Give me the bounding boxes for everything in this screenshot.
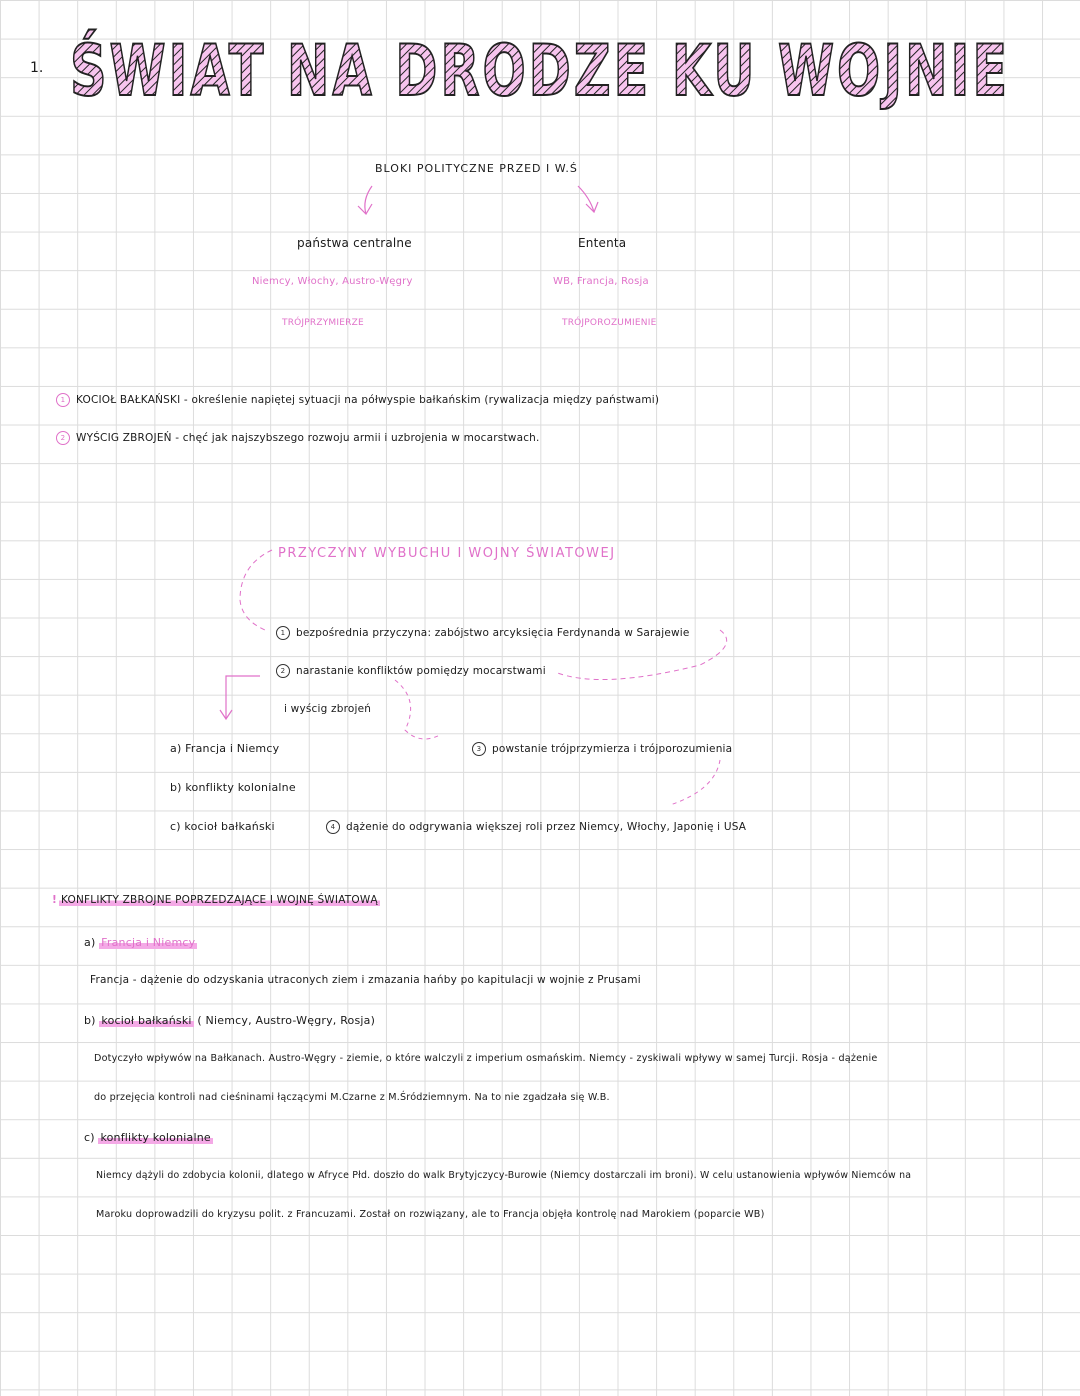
exclamation-icon: ! xyxy=(52,894,57,906)
cause-2: 2 narastanie konfliktów pomiędzy mocarstw… xyxy=(276,664,546,678)
conflict-b-title: kocioł bałkański xyxy=(99,1014,194,1027)
conflict-c-label: c) konflikty kolonialne xyxy=(84,1131,213,1144)
conflict-c-title: konflikty kolonialne xyxy=(98,1131,213,1144)
conflict-b-line-1: Dotyczyło wpływów na Bałkanach. Austro-W… xyxy=(94,1053,878,1064)
causes-heading: PRZYCZYNY WYBUCHU I WOJNY ŚWIATOWEJ xyxy=(278,546,616,561)
cause-sub-a: a) Francja i Niemcy xyxy=(170,742,280,755)
conflict-a-prefix: a) xyxy=(84,936,96,949)
conflict-b-prefix: b) xyxy=(84,1014,96,1027)
conflict-c-prefix: c) xyxy=(84,1131,95,1144)
blocs-heading: BLOKI POLITYCZNE PRZED I W.Ś xyxy=(375,162,578,175)
cause-1-marker: 1 xyxy=(276,626,290,640)
cause-4-marker: 4 xyxy=(326,820,340,834)
bloc-right-members: WB, Francja, Rosja xyxy=(553,276,649,287)
page-title: ŚWIAT NA DRODZE KU WOJNIE xyxy=(60,25,1020,115)
cause-3: 3 powstanie trójprzymierza i trójporozumi… xyxy=(472,742,732,756)
definition-2-marker: 2 xyxy=(56,431,70,445)
conflict-b-label: b) kocioł bałkański ( Niemcy, Austro-Węg… xyxy=(84,1014,375,1027)
conflict-a-line-1: Francja - dążenie do odzyskania utracony… xyxy=(90,974,641,986)
bloc-left-alliance: TRÓJPRZYMIERZE xyxy=(282,318,364,328)
conflict-b-suffix: ( Niemcy, Austro-Węgry, Rosja) xyxy=(197,1014,376,1027)
definition-2: 2 WYŚCIG ZBROJEŃ - chęć jak najszybszego … xyxy=(56,431,540,445)
cause-3-text: powstanie trójprzymierza i trójporozumie… xyxy=(492,743,733,755)
cause-sub-c: c) kocioł bałkański xyxy=(170,820,275,833)
cause-2-text: narastanie konfliktów pomiędzy mocarstwa… xyxy=(296,665,546,677)
cause-2-continued: i wyścig zbrojeń xyxy=(284,703,372,715)
definition-1: 1 KOCIOŁ BAŁKAŃSKI - określenie napiętej … xyxy=(56,393,659,407)
cause-3-marker: 3 xyxy=(472,742,486,756)
page-number: 1. xyxy=(30,60,44,76)
title-text: ŚWIAT NA DRODZE KU WOJNIE xyxy=(70,30,1010,112)
conflict-a-title: Francja i Niemcy xyxy=(99,936,198,949)
cause-4-text: dążenie do odgrywania większej roli prze… xyxy=(346,821,747,833)
conflict-b-line-2: do przejęcia kontroli nad cieśninami łąc… xyxy=(94,1092,610,1103)
bloc-left-name: państwa centralne xyxy=(297,236,412,250)
cause-1: 1 bezpośrednia przyczyna: zabójstwo arcyk… xyxy=(276,626,690,640)
definition-1-text: KOCIOŁ BAŁKAŃSKI - określenie napiętej s… xyxy=(76,394,660,406)
conflicts-heading: !KONFLIKTY ZBROJNE POPRZEDZAJĄCE I WOJNĘ… xyxy=(52,894,380,906)
conflict-c-line-2: Maroku doprowadzili do kryzysu polit. z … xyxy=(96,1209,765,1220)
title-lettering: ŚWIAT NA DRODZE KU WOJNIE xyxy=(69,29,1010,113)
bloc-right-name: Ententa xyxy=(578,236,627,250)
bloc-right-alliance: TRÓJPOROZUMIENIE xyxy=(562,318,657,328)
definition-1-marker: 1 xyxy=(56,393,70,407)
bloc-left-members: Niemcy, Włochy, Austro-Węgry xyxy=(252,276,413,287)
cause-sub-b: b) konflikty kolonialne xyxy=(170,781,296,794)
cause-1-text: bezpośrednia przyczyna: zabójstwo arcyks… xyxy=(296,627,690,639)
cause-4: 4 dążenie do odgrywania większej roli prz… xyxy=(326,820,746,834)
definition-2-text: WYŚCIG ZBROJEŃ - chęć jak najszybszego r… xyxy=(76,432,540,444)
conflict-a-label: a) Francja i Niemcy xyxy=(84,936,198,949)
conflict-c-line-1: Niemcy dążyli do zdobycia kolonii, dlate… xyxy=(96,1170,912,1181)
conflicts-heading-text: KONFLIKTY ZBROJNE POPRZEDZAJĄCE I WOJNĘ … xyxy=(59,894,380,906)
cause-2-marker: 2 xyxy=(276,664,290,678)
